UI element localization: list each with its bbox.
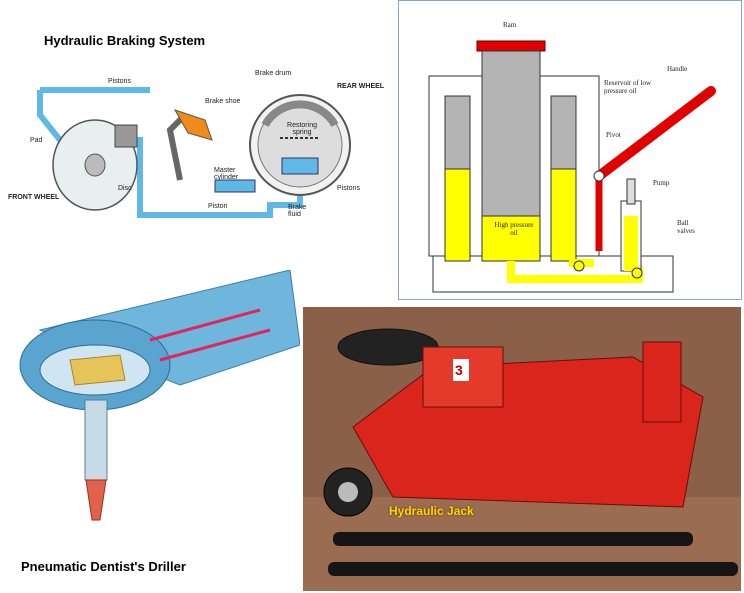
pump-oil	[624, 216, 638, 271]
label-handle: Handle	[667, 65, 688, 73]
label-ball-valves: Ball valves	[677, 219, 695, 235]
ball-valve-2	[631, 267, 643, 279]
high-pressure-oil	[481, 215, 541, 262]
drill-title: Pneumatic Dentist's Driller	[21, 559, 186, 574]
ram-cylinder	[481, 50, 541, 217]
brake-fluid-line-rear	[120, 137, 303, 218]
brake-diagram: Pistons Pad FRONT WHEEL Disc Brake drum …	[0, 30, 395, 230]
label-piston: Piston	[208, 203, 228, 210]
handle-bar-2	[328, 562, 738, 576]
label-pistons-top: Pistons	[108, 78, 131, 85]
label-master-cylinder: Master cylinder	[214, 167, 239, 181]
rear-cylinder	[281, 157, 319, 175]
front-wheel-hub	[338, 482, 358, 502]
master-cylinder	[214, 179, 256, 193]
turbine-blades	[69, 354, 126, 386]
label-reservoir: Reservoir of low pressure oil	[604, 79, 652, 95]
jack-photo-svg	[303, 307, 741, 591]
air-arrow-1	[149, 308, 261, 342]
pivot-point	[593, 170, 605, 182]
drill-svg	[19, 269, 301, 521]
badge-box	[453, 359, 469, 381]
pad-caliper	[114, 124, 138, 148]
brake-diagram-svg	[37, 87, 351, 218]
pneumatic-drill-diagram	[0, 269, 301, 540]
label-restoring-spring: Restoring spring	[287, 122, 317, 136]
jack-diagram-svg	[428, 40, 716, 293]
label-disc: Disc	[118, 185, 132, 192]
air-arrow-2	[159, 328, 271, 362]
brake-pedal-foot	[173, 109, 213, 141]
brake-shoe-top	[261, 100, 339, 128]
front-hub	[84, 153, 106, 177]
hydraulic-jack-diagram: Ram Reservoir of low pressure oil Handle…	[398, 0, 742, 300]
label-ram: Ram	[503, 21, 517, 29]
label-brake-drum: Brake drum	[255, 70, 292, 77]
reservoir-right-oil	[550, 168, 577, 262]
label-rear-wheel: REAR WHEEL	[337, 83, 385, 90]
ram-cap	[476, 40, 546, 52]
hydraulic-jack-photo: 3 Hydraulic Jack	[303, 307, 741, 591]
label-high-pressure-oil: High pressure oil	[494, 221, 534, 237]
pump-handle-socket	[642, 341, 682, 423]
pump-piston	[626, 178, 636, 205]
label-pivot: Pivot	[606, 131, 621, 139]
drill-shaft	[84, 399, 108, 481]
label-front-wheel: FRONT WHEEL	[8, 194, 60, 201]
drill-bit	[85, 479, 107, 521]
label-brake-shoe: Brake shoe	[205, 98, 241, 105]
reservoir-left-oil	[444, 168, 471, 262]
label-pistons-rear: Pistons	[337, 185, 360, 192]
brake-title: Hydraulic Braking System	[44, 33, 206, 48]
handle-bar	[594, 86, 716, 181]
label-pad: Pad	[30, 137, 43, 144]
handle-bar-1	[333, 532, 693, 546]
label-pump: Pump	[653, 179, 670, 187]
ball-valve-1	[573, 260, 585, 272]
label-brake-fluid: Brake fluid	[288, 204, 307, 218]
photo-badge-number: 3	[455, 362, 463, 378]
brake-pedal-arm	[166, 112, 188, 181]
photo-caption: Hydraulic Jack	[389, 504, 474, 518]
